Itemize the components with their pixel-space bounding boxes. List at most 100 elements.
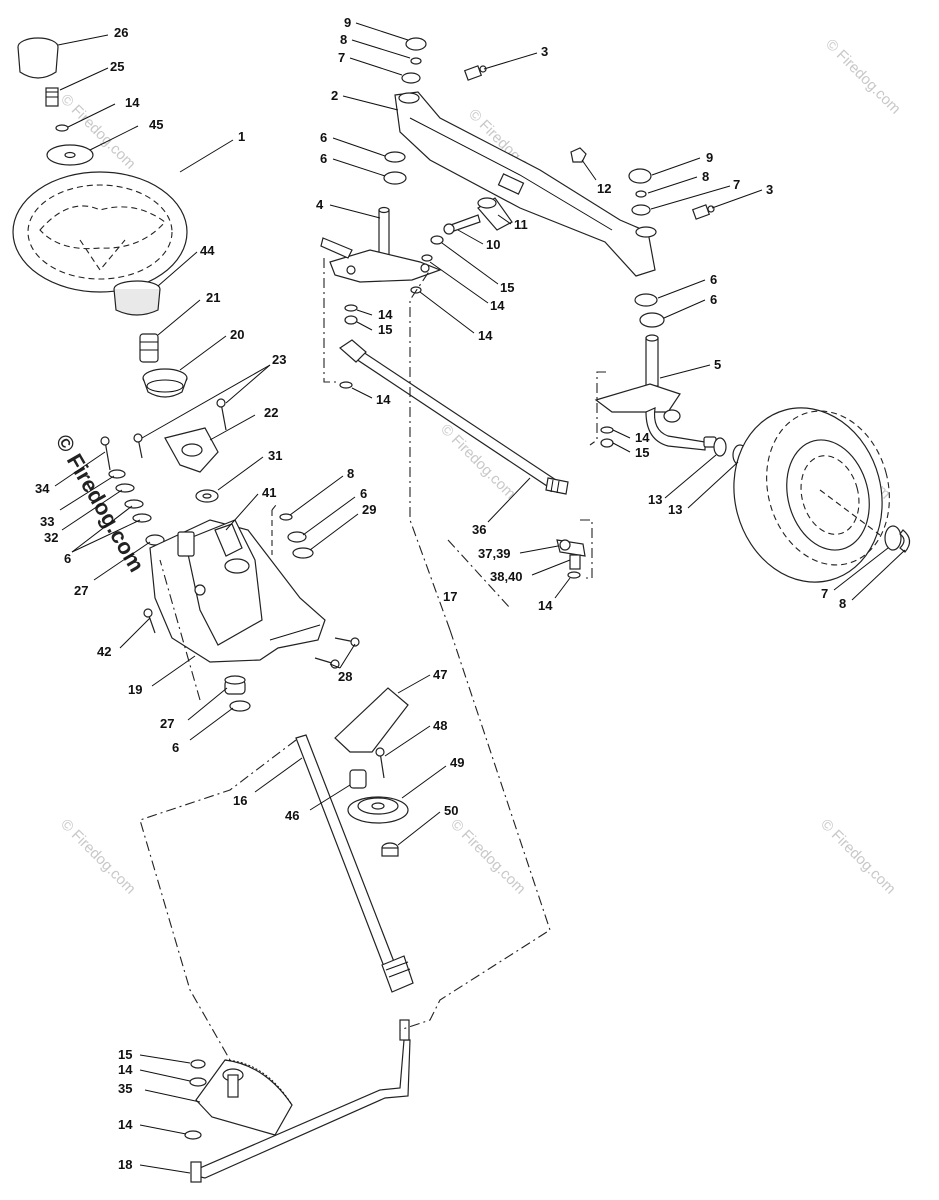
bolt-42-part: [143, 608, 156, 634]
bolt-23-part: [133, 398, 227, 459]
callout-6-right-a: 6: [710, 272, 717, 287]
callout-21: 21: [206, 290, 220, 305]
callout-49: 49: [450, 755, 464, 770]
callout-14-axle-b: 14: [378, 307, 393, 322]
washer-6b-part: [132, 513, 152, 523]
washer-33-part: [108, 469, 126, 479]
callout-6-axle-a: 6: [320, 130, 327, 145]
callout-1: 1: [238, 129, 245, 144]
callout-3-right: 3: [766, 182, 773, 197]
callout-8-wheel: 8: [839, 596, 846, 611]
callout-31: 31: [268, 448, 282, 463]
callout-26: 26: [114, 25, 128, 40]
washer-45-part: [46, 144, 94, 166]
callout-7-wheel: 7: [821, 586, 828, 601]
callout-32: 32: [44, 530, 58, 545]
callout-37-39: 37,39: [478, 546, 511, 561]
adapter-44-part: [113, 280, 161, 316]
callout-35: 35: [118, 1081, 132, 1096]
drag-link-part: [339, 339, 569, 495]
callout-42: 42: [97, 644, 111, 659]
steering-bolt-part: [45, 87, 59, 107]
nut-50-part: [381, 842, 399, 857]
callout-14-axle-c: 14: [478, 328, 493, 343]
washers-right-spindle-part: [634, 293, 665, 328]
callout-3-left: 3: [541, 44, 548, 59]
watermark-bottom-left: © Firedog.com: [57, 816, 139, 898]
callout-14-right: 14: [635, 430, 650, 445]
callout-9-left: 9: [344, 15, 351, 30]
callout-22: 22: [264, 405, 278, 420]
hardware-right-spindle-part: [600, 426, 614, 448]
washer-6c-part: [229, 700, 251, 712]
callout-7-left: 7: [338, 50, 345, 65]
watermark-top-right: © Firedog.com: [822, 36, 904, 118]
callout-6-bottom: 6: [172, 740, 179, 755]
callout-14-link: 14: [376, 392, 391, 407]
boot-20-part: [142, 368, 188, 398]
front-axle-part: [394, 91, 657, 277]
sector-gear-part: [195, 1059, 293, 1136]
callout-8-right: 8: [702, 169, 709, 184]
callout-48: 48: [433, 718, 447, 733]
callout-14: 14: [125, 95, 140, 110]
callout-27-top: 27: [74, 583, 88, 598]
callout-46: 46: [285, 808, 299, 823]
leader-lines: [54, 22, 906, 1174]
grease-fitting-3b-part: [691, 204, 715, 220]
nut-12-part: [570, 147, 587, 163]
callout-13-a: 13: [648, 492, 662, 507]
spindle-right-part: [594, 334, 717, 451]
steering-wheel-assembly: [12, 37, 227, 546]
washers-left-spindle-part: [383, 151, 407, 185]
hardware-left-spindle-part: [344, 235, 444, 325]
spacer-27b-part: [224, 675, 246, 695]
steering-support-bracket: [149, 519, 326, 663]
callout-5: 5: [714, 357, 721, 372]
callout-36: 36: [472, 522, 486, 537]
callout-4: 4: [316, 197, 324, 212]
hardware-sector-part: [184, 1059, 207, 1140]
callout-8-bracket: 8: [347, 466, 354, 481]
grease-fitting-3a-part: [463, 65, 487, 81]
callout-29: 29: [362, 502, 376, 517]
watermark-bottom-center: © Firedog.com: [447, 816, 529, 898]
callout-6-axle-b: 6: [320, 151, 327, 166]
spindle-left-part: [320, 206, 442, 283]
watermark-bottom-right: © Firedog.com: [817, 816, 899, 898]
callout-41: 41: [262, 485, 276, 500]
bushing-31-part: [195, 489, 219, 503]
callout-11: 11: [514, 217, 528, 232]
callout-19: 19: [128, 682, 142, 697]
steering-shaft-part: [295, 734, 414, 993]
callout-14-joint: 14: [538, 598, 553, 613]
washer-32-part: [115, 483, 135, 493]
callout-12: 12: [597, 181, 611, 196]
callout-10: 10: [486, 237, 500, 252]
steering-cap-part: [17, 37, 59, 79]
callout-2: 2: [331, 88, 338, 103]
washer-14-part: [55, 124, 69, 132]
callout-44: 44: [200, 243, 215, 258]
steering-wheel-part: [12, 171, 188, 293]
bushing-21-part: [139, 333, 159, 363]
callout-15-right: 15: [635, 445, 649, 460]
idler-assembly: [334, 687, 409, 857]
ball-joint-part: [556, 539, 586, 579]
callout-34: 34: [35, 481, 50, 496]
wheel-retainer-part: [884, 525, 911, 553]
bolt-48-part: [375, 747, 385, 779]
pivot-left-top-parts: [401, 37, 427, 84]
callout-8-left: 8: [340, 32, 347, 47]
idler-pulley-49-part: [347, 796, 409, 824]
bracket-22-part: [164, 427, 219, 473]
bushing-group-29-part: [271, 504, 314, 559]
callout-15-axle: 15: [500, 280, 514, 295]
washer-6a-part: [124, 499, 144, 509]
callout-15-sector: 15: [118, 1047, 132, 1062]
callout-6-left: 6: [64, 551, 71, 566]
callout-16: 16: [233, 793, 247, 808]
callout-15-spindle: 15: [378, 322, 392, 337]
callout-33: 33: [40, 514, 54, 529]
